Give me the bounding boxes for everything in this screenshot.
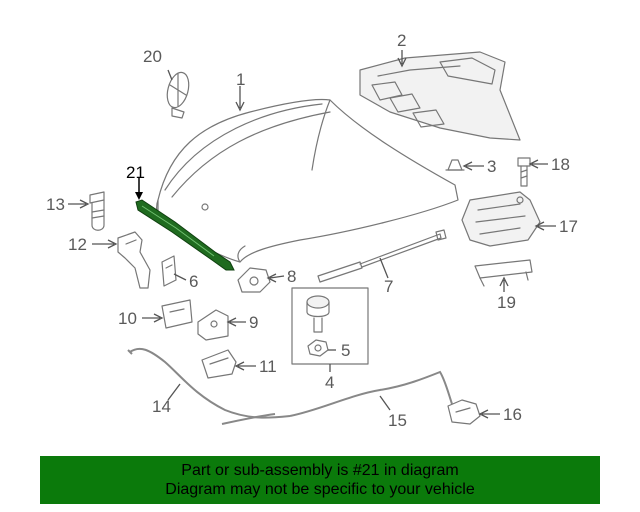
part-clip <box>237 267 271 293</box>
callout-13: 13 <box>46 195 65 214</box>
callout-20: 20 <box>143 47 162 66</box>
callout-17: 17 <box>559 217 578 236</box>
callout-4: 4 <box>325 373 334 392</box>
part-hood <box>155 99 459 263</box>
leader-lines <box>68 50 556 419</box>
part-latch <box>447 399 481 425</box>
banner-line-part: Part or sub-assembly is #21 in diagram <box>181 462 459 479</box>
callout-9: 9 <box>249 313 258 332</box>
part-emblem <box>166 71 190 119</box>
parts-diagram: 1 2 3 4 5 6 7 8 9 10 11 12 13 14 15 16 1… <box>46 31 578 430</box>
part-hinge-plate <box>161 255 177 287</box>
callout-7: 7 <box>384 277 393 296</box>
callout-15: 15 <box>388 411 407 430</box>
callout-10: 10 <box>118 309 137 328</box>
part-grommet <box>89 191 105 231</box>
release-cables <box>127 347 453 425</box>
callout-2: 2 <box>397 31 406 50</box>
callout-3: 3 <box>487 157 496 176</box>
part-bracket <box>117 231 151 289</box>
callout-21: 21 <box>126 163 145 182</box>
callout-16: 16 <box>503 405 522 424</box>
kit-box <box>291 287 369 365</box>
callout-11: 11 <box>259 357 277 376</box>
callout-14: 14 <box>152 397 171 416</box>
callout-18: 18 <box>551 155 570 174</box>
info-banner: Part or sub-assembly is #21 in diagram D… <box>40 456 600 504</box>
callouts: 1 2 3 4 5 6 7 8 9 10 11 12 13 14 15 16 1… <box>46 31 578 430</box>
callout-8: 8 <box>287 267 296 286</box>
callout-19: 19 <box>497 293 516 312</box>
callout-5: 5 <box>341 341 350 360</box>
banner-line-disclaimer: Diagram may not be specific to your vehi… <box>165 481 475 498</box>
part-21-seal <box>135 199 235 271</box>
part-strut <box>317 229 447 283</box>
part-bracket-10 <box>161 299 193 329</box>
part-hood-hinge <box>461 191 541 247</box>
part-stop <box>445 159 465 171</box>
callout-12: 12 <box>68 235 87 254</box>
callout-1: 1 <box>236 70 245 89</box>
part-latch-bracket <box>474 259 533 287</box>
part-bolt <box>517 157 531 187</box>
part-bracket-11 <box>201 349 237 379</box>
part-bracket-9 <box>197 309 229 341</box>
callout-6: 6 <box>189 272 198 291</box>
part-insulator <box>359 51 521 141</box>
